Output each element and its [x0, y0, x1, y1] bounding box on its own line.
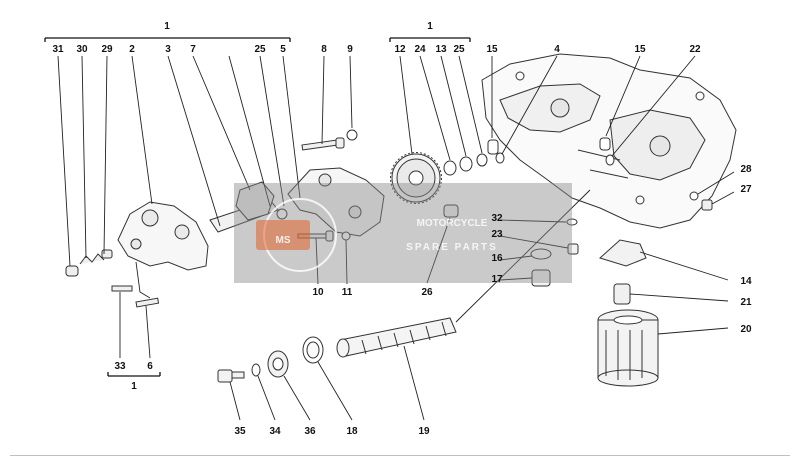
watermark-line2: SPARE PARTS — [406, 242, 498, 253]
callout-7: 7 — [190, 44, 196, 55]
callout-24: 24 — [414, 44, 426, 55]
callout-34: 34 — [269, 426, 281, 437]
group-bracket-mid — [389, 37, 471, 42]
callout-27: 27 — [740, 184, 752, 195]
oil-strainer-19 — [336, 317, 457, 358]
callout-15-b: 15 — [634, 44, 646, 55]
callout-18: 18 — [346, 426, 358, 437]
callout-15-a: 15 — [486, 44, 498, 55]
plate-14 — [599, 239, 647, 267]
callout-labels: 31 30 29 2 3 7 25 5 8 9 12 24 13 25 15 4… — [52, 44, 752, 437]
callout-35: 35 — [234, 426, 246, 437]
group-label-left: 1 — [164, 21, 170, 32]
callout-20: 20 — [740, 324, 752, 335]
drive-gear-12 — [390, 152, 442, 204]
watermark-badge-text: MS — [276, 235, 291, 246]
callout-21: 21 — [740, 297, 752, 308]
plug-27 — [701, 199, 713, 211]
callout-11: 11 — [342, 287, 353, 298]
plug-group-32-17 — [530, 218, 579, 287]
group-bracket-left — [44, 37, 291, 42]
screen-cap-group — [217, 336, 324, 383]
pump-cover — [287, 167, 385, 237]
mid-rings — [443, 137, 615, 176]
bolt-8 — [301, 137, 345, 151]
callout-8: 8 — [321, 44, 327, 55]
callout-31: 31 — [52, 44, 64, 55]
bolts-33-6 — [111, 285, 160, 308]
pin-26 — [443, 204, 459, 218]
leader-lines — [57, 55, 735, 421]
callout-22: 22 — [689, 44, 701, 55]
watermark-badge — [256, 220, 310, 250]
callout-12: 12 — [394, 44, 406, 55]
callout-32: 32 — [491, 213, 503, 224]
callout-6: 6 — [147, 361, 153, 372]
callout-10: 10 — [312, 287, 324, 298]
washer-28 — [689, 191, 699, 201]
footer-divider — [10, 455, 790, 456]
callout-3: 3 — [165, 44, 171, 55]
callout-25-left: 25 — [254, 44, 266, 55]
callout-29: 29 — [101, 44, 113, 55]
oil-filter-20 — [597, 309, 659, 387]
callout-14: 14 — [740, 276, 752, 287]
callout-36: 36 — [304, 426, 316, 437]
callout-2: 2 — [129, 44, 135, 55]
callout-33: 33 — [114, 361, 126, 372]
watermark-line1: MOTORCYCLE — [417, 218, 488, 229]
callout-17: 17 — [491, 274, 503, 285]
callout-23: 23 — [491, 229, 503, 240]
nipple-21 — [613, 283, 631, 305]
callout-30: 30 — [76, 44, 88, 55]
oil-pump-housing — [117, 201, 209, 271]
spring-relief — [65, 249, 113, 277]
callout-16: 16 — [491, 253, 503, 264]
callout-19: 19 — [418, 426, 430, 437]
callout-25-mid: 25 — [453, 44, 465, 55]
callout-28: 28 — [740, 164, 752, 175]
group-bracket-bottom — [107, 372, 161, 377]
callout-4: 4 — [554, 44, 560, 55]
group-label-mid: 1 — [427, 21, 433, 32]
pump-shaft-and-gear — [209, 181, 288, 233]
callout-13: 13 — [435, 44, 447, 55]
watermark: MS MOTORCYCLE SPARE PARTS — [234, 183, 572, 283]
callout-26: 26 — [421, 287, 433, 298]
washer-9 — [346, 129, 358, 141]
callout-5: 5 — [280, 44, 286, 55]
callout-9: 9 — [347, 44, 353, 55]
group-label-bottom: 1 — [131, 381, 137, 392]
